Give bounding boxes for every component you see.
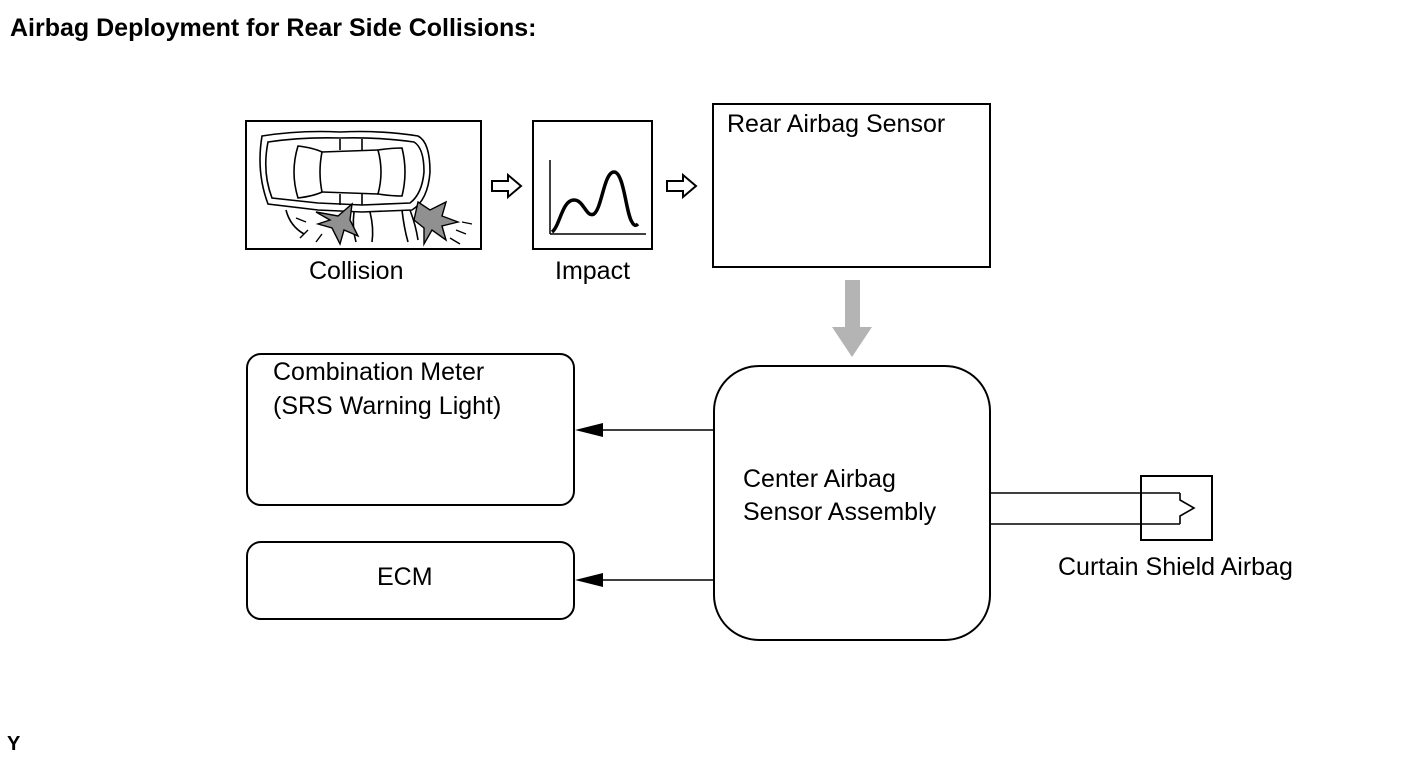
impact-star-right-icon [413, 200, 473, 247]
center-airbag-label-line1: Center Airbag [743, 465, 896, 493]
rear-airbag-sensor-label: Rear Airbag Sensor [727, 110, 946, 138]
curtain-airbag-connector [990, 492, 1196, 525]
combination-meter-box [246, 353, 575, 506]
center-airbag-sensor-box [713, 365, 991, 641]
signal-line-to-meter [575, 423, 714, 437]
signal-arrow-icon [832, 280, 872, 357]
ecm-box [246, 541, 575, 620]
collision-box [245, 120, 482, 250]
srs-warning-light-label: (SRS Warning Light) [273, 392, 502, 420]
impact-waveform-icon [549, 160, 646, 235]
impact-label: Impact [555, 257, 631, 285]
rear-airbag-sensor-box [712, 103, 991, 268]
arrowhead-icon [575, 573, 603, 587]
arrowhead-icon [575, 423, 603, 437]
car-collision-icon [259, 130, 431, 243]
impact-star-left-icon [295, 202, 360, 246]
impact-box [532, 120, 653, 250]
collision-label: Collision [309, 257, 404, 285]
center-airbag-label-line2: Sensor Assembly [743, 498, 937, 526]
footer-mark: Y [7, 733, 21, 755]
curtain-airbag-box [1140, 475, 1213, 541]
combination-meter-label: Combination Meter [273, 358, 485, 386]
curtain-shield-airbag-label: Curtain Shield Airbag [1058, 553, 1293, 581]
ecm-label: ECM [377, 563, 433, 591]
hollow-arrow-icon [491, 172, 523, 200]
hollow-arrow-icon [666, 172, 698, 200]
diagram-title: Airbag Deployment for Rear Side Collisio… [10, 14, 537, 42]
signal-line-to-ecm [575, 573, 714, 587]
